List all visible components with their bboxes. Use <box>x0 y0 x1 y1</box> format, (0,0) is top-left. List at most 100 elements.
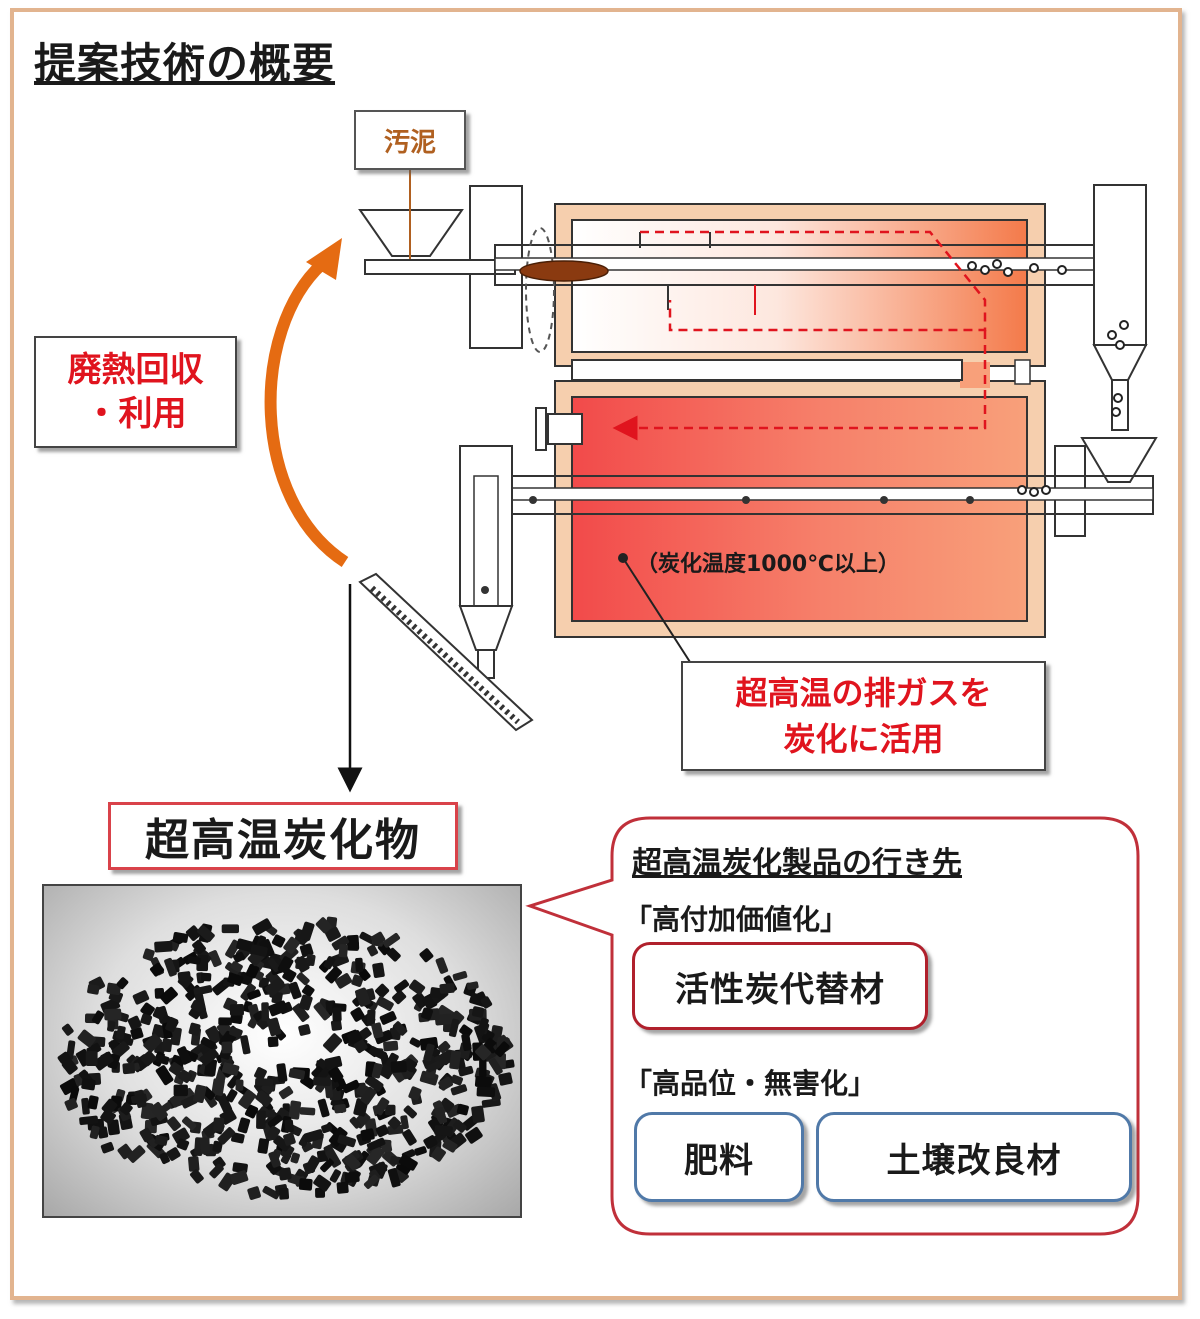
pellet <box>172 1127 190 1144</box>
pellet <box>190 1041 209 1057</box>
exhaust-box: 超高温の排ガスを 炭化に活用 <box>681 661 1046 771</box>
pellet <box>264 977 286 997</box>
pellet <box>166 1147 181 1161</box>
pellet <box>212 1140 223 1153</box>
pellet <box>140 1002 155 1017</box>
pellet <box>111 1041 130 1059</box>
pellet <box>152 1006 166 1020</box>
pellet <box>375 1124 389 1138</box>
pellet <box>330 1019 343 1031</box>
pellet <box>426 1060 442 1073</box>
pellet <box>240 983 256 1001</box>
pellet <box>385 1104 396 1116</box>
pellet <box>104 1008 122 1021</box>
inclined-conveyor-screw <box>369 585 521 725</box>
pellet <box>480 996 493 1009</box>
pellet <box>266 1017 282 1037</box>
pellet <box>498 1072 513 1086</box>
pellet <box>372 962 385 978</box>
pellet <box>254 1067 267 1081</box>
pellet <box>245 963 260 979</box>
pellet <box>471 1006 485 1018</box>
pellet <box>87 984 100 995</box>
pellet <box>267 1036 279 1048</box>
pellet <box>355 957 364 973</box>
lower-hopper <box>1080 437 1158 483</box>
pellet <box>471 1105 485 1124</box>
pellet <box>494 1041 510 1057</box>
pellet <box>386 947 401 962</box>
pellet <box>130 1027 144 1040</box>
discharge-column <box>459 445 513 607</box>
pellet <box>107 1020 116 1032</box>
sludge-lump <box>519 260 609 282</box>
pellet <box>299 921 315 941</box>
pellet <box>143 1033 162 1053</box>
pellet <box>331 935 350 951</box>
pellet <box>190 1000 205 1013</box>
pellet <box>85 1051 98 1066</box>
pellet <box>290 1152 300 1164</box>
pellet <box>423 1043 435 1062</box>
pellet <box>288 1100 302 1120</box>
pellet <box>421 1007 434 1021</box>
pellet <box>182 1116 197 1131</box>
pellet <box>106 982 122 996</box>
pellet <box>337 1134 357 1148</box>
pellet <box>452 971 468 981</box>
pellet <box>100 1141 115 1154</box>
pellet <box>376 996 394 1011</box>
pellet <box>394 979 410 993</box>
pellet <box>188 1022 201 1036</box>
pellet <box>81 1097 90 1115</box>
pellet <box>139 1127 154 1143</box>
pellet <box>393 1021 408 1036</box>
pellet <box>89 1125 100 1140</box>
pellet <box>349 1116 362 1129</box>
pellet <box>168 1062 183 1076</box>
pellet <box>119 1102 133 1116</box>
pellet <box>366 1137 386 1151</box>
pellet <box>268 1000 288 1017</box>
pellet <box>379 1011 397 1025</box>
pellet <box>332 1007 342 1022</box>
pellet <box>57 1051 71 1064</box>
pellet <box>466 981 479 990</box>
pellet <box>288 981 302 1000</box>
pellet <box>283 936 300 954</box>
lower-chamber-inner <box>571 396 1028 622</box>
burner-nozzle <box>535 407 547 451</box>
pellet <box>61 1023 74 1036</box>
pellet <box>236 938 255 953</box>
pellet <box>221 924 239 934</box>
pellet <box>347 1030 363 1045</box>
carbonized-product-photo <box>42 884 522 1218</box>
pellet <box>315 917 332 934</box>
pellet <box>173 1084 188 1097</box>
pellet <box>247 1186 261 1200</box>
pellet <box>325 1148 342 1168</box>
pellet <box>100 1108 116 1125</box>
pellet <box>255 1090 273 1107</box>
pellet <box>387 1116 401 1130</box>
pellet <box>338 944 348 958</box>
pellet <box>437 1040 451 1054</box>
pellet <box>159 986 178 1005</box>
pellet <box>474 1075 492 1088</box>
pellets-lower <box>529 496 974 504</box>
pellet <box>300 1074 316 1090</box>
activated-carbon-substitute: 活性炭代替材 <box>632 942 928 1030</box>
pellet <box>122 1062 135 1075</box>
pellet <box>237 1117 251 1134</box>
pellet <box>431 1146 446 1162</box>
pellet <box>200 972 212 982</box>
pellet <box>346 934 360 951</box>
pellet <box>317 1098 330 1118</box>
pellet <box>213 1117 225 1132</box>
pellet <box>334 973 353 989</box>
pellet <box>400 1115 409 1130</box>
pellet <box>367 944 379 957</box>
pellet <box>360 1086 377 1105</box>
pellet <box>355 987 371 1007</box>
pellets-lower-entry <box>1017 485 1051 497</box>
